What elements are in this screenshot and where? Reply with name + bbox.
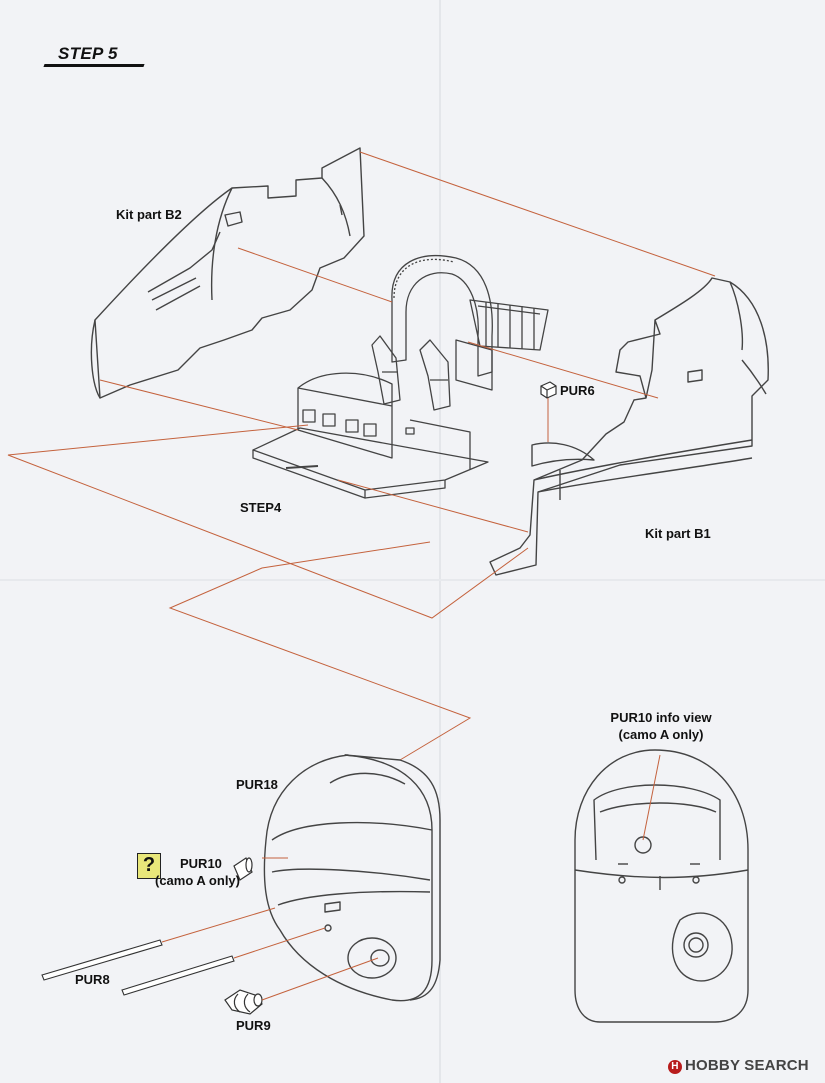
pur10-part-drawing bbox=[233, 857, 253, 881]
cockpit-tub-drawing bbox=[252, 255, 549, 499]
label-pur10: PUR10 bbox=[180, 856, 222, 871]
step-title: STEP 5 bbox=[58, 44, 118, 63]
pur8-rods-drawing bbox=[41, 939, 235, 996]
label-pur8: PUR8 bbox=[75, 972, 110, 987]
step-title-underline bbox=[43, 64, 145, 67]
kit-part-b1-drawing bbox=[489, 277, 769, 576]
nose-guide-lines bbox=[161, 857, 379, 1001]
question-mark-icon: ? bbox=[137, 853, 161, 879]
label-pur10-info-note: (camo A only) bbox=[618, 727, 704, 742]
kit-part-b2-drawing bbox=[90, 147, 365, 399]
assembly-guide-lines bbox=[7, 151, 716, 761]
label-pur10-note: (camo A only) bbox=[155, 873, 240, 888]
hobby-search-logo-icon: H bbox=[668, 1060, 682, 1074]
pur18-nose-drawing bbox=[263, 754, 441, 1002]
label-pur18: PUR18 bbox=[236, 777, 278, 792]
watermark-text: HOBBY SEARCH bbox=[685, 1057, 809, 1074]
pur10-info-view-drawing bbox=[574, 749, 749, 1023]
label-step4: STEP4 bbox=[240, 500, 282, 515]
label-pur6: PUR6 bbox=[560, 383, 595, 398]
info-pointer-line bbox=[642, 754, 661, 841]
label-kit-part-b2: Kit part B2 bbox=[116, 207, 182, 222]
label-pur9: PUR9 bbox=[236, 1018, 271, 1033]
label-pur10-info-view: PUR10 info view bbox=[610, 710, 712, 725]
pur6-part-drawing bbox=[540, 381, 557, 399]
label-kit-part-b1: Kit part B1 bbox=[645, 526, 711, 541]
pur9-part-drawing bbox=[224, 989, 263, 1015]
